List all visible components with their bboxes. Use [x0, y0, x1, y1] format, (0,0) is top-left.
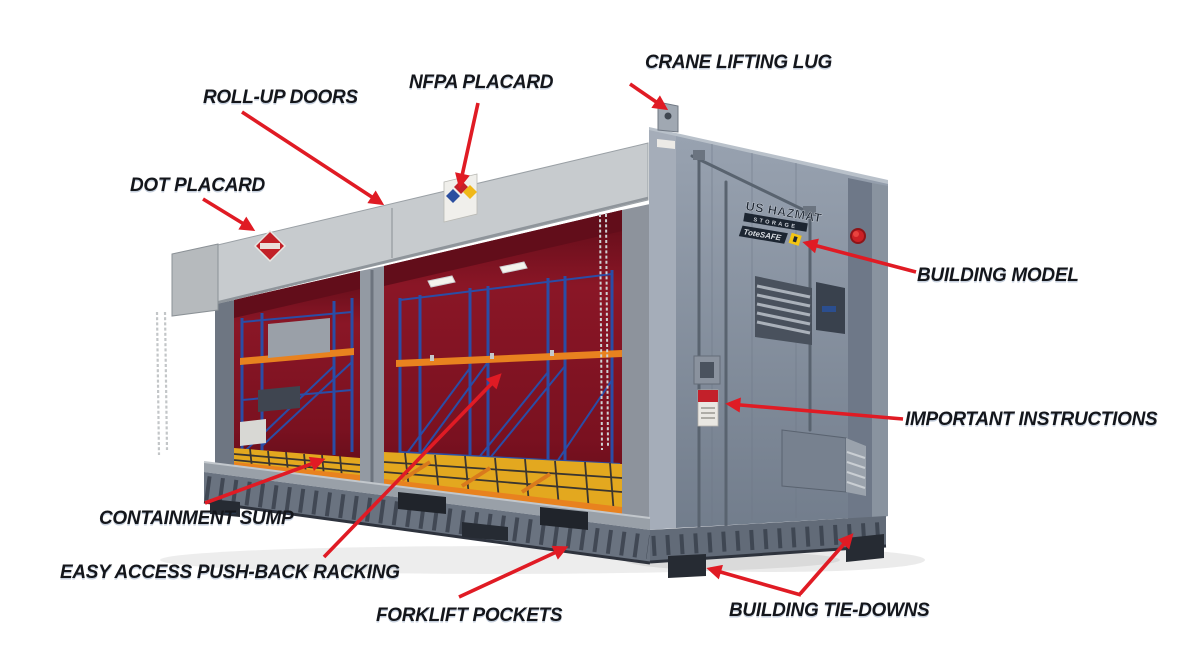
base-foot: [210, 499, 240, 517]
arrow-building-model: [802, 238, 917, 274]
heater-unit: [781, 429, 866, 496]
callout-nfpa-placard: NFPA PLACARD: [409, 72, 554, 93]
arrow-crane-lifting-lug: [628, 82, 669, 111]
callout-building-tie-downs: BUILDING TIE-DOWNS: [729, 600, 930, 621]
end-wall-rear-pilaster: [848, 178, 872, 522]
conduit-box: [803, 206, 816, 216]
corner-post: [649, 130, 676, 530]
forklift-pocket-cutout: [540, 507, 588, 530]
containment-sump-edge: [234, 462, 360, 481]
containment-sump-edge-right: [384, 479, 622, 515]
louver-vent: [755, 276, 812, 345]
arrow-building-tie-downs-left: [706, 564, 802, 597]
stored-drum: [258, 386, 300, 412]
conduit-box: [693, 150, 705, 160]
right-door-jamb: [622, 204, 650, 518]
door-motor-box: [171, 243, 219, 317]
left-door-jamb: [215, 300, 234, 466]
rack-left: [240, 298, 354, 463]
arrow-nfpa-placard: [455, 102, 480, 189]
arrow-forklift-pockets: [458, 545, 569, 599]
base-structure: [203, 461, 887, 578]
arrow-roll-up-doors: [241, 110, 385, 206]
callout-important-instructions: IMPORTANT INSTRUCTIONS: [905, 409, 1158, 430]
panel-label: [822, 306, 836, 312]
callout-dot-placard: DOT PLACARD: [130, 175, 265, 196]
wall-panel: [240, 419, 266, 446]
instructions-placard-graphic: [697, 389, 719, 427]
push-back-rails: [400, 460, 552, 494]
forklift-pocket-cutout: [398, 492, 446, 514]
callout-forklift-pockets: FORKLIFT POCKETS: [376, 605, 563, 626]
emergency-button: [850, 228, 866, 244]
arrow-important-instructions: [725, 397, 904, 421]
corner-sticker: [657, 139, 675, 149]
ceiling-lights: [427, 261, 528, 288]
callout-containment-sump: CONTAINMENT SUMP: [99, 508, 294, 529]
header-rail: [171, 142, 649, 317]
switch-box: [693, 355, 721, 385]
base-foot-center: [462, 522, 508, 541]
rack-beam-right: [396, 350, 622, 367]
tie-down-foot-front: [668, 554, 706, 578]
callout-crane-lifting-lug: CRANE LIFTING LUG: [645, 52, 832, 73]
arrow-containment-sump: [204, 456, 326, 505]
arrow-building-tie-downs-right: [798, 533, 854, 596]
end-wall: US HAZMAT STORAGE ToteSAFE: [649, 127, 888, 530]
floor-grating-right: [383, 452, 623, 516]
rack-right: [396, 270, 622, 490]
callout-roll-up-doors: ROLL-UP DOORS: [203, 87, 358, 108]
chain-right: [599, 213, 609, 451]
arrow-dot-placard: [202, 197, 256, 231]
floor-grating-left: [233, 448, 361, 481]
arrow-easy-access-push-back-racking: [322, 373, 502, 559]
callout-building-model: BUILDING MODEL: [917, 265, 1079, 286]
callout-arrows: [202, 82, 917, 599]
tie-down-foot-rear: [846, 534, 884, 562]
stored-cabinet: [268, 318, 330, 358]
callout-easy-access-push-back-racking: EASY ACCESS PUSH-BACK RACKING: [60, 562, 400, 583]
chain-left: [155, 311, 169, 456]
dot-placard-graphic: [253, 229, 287, 263]
